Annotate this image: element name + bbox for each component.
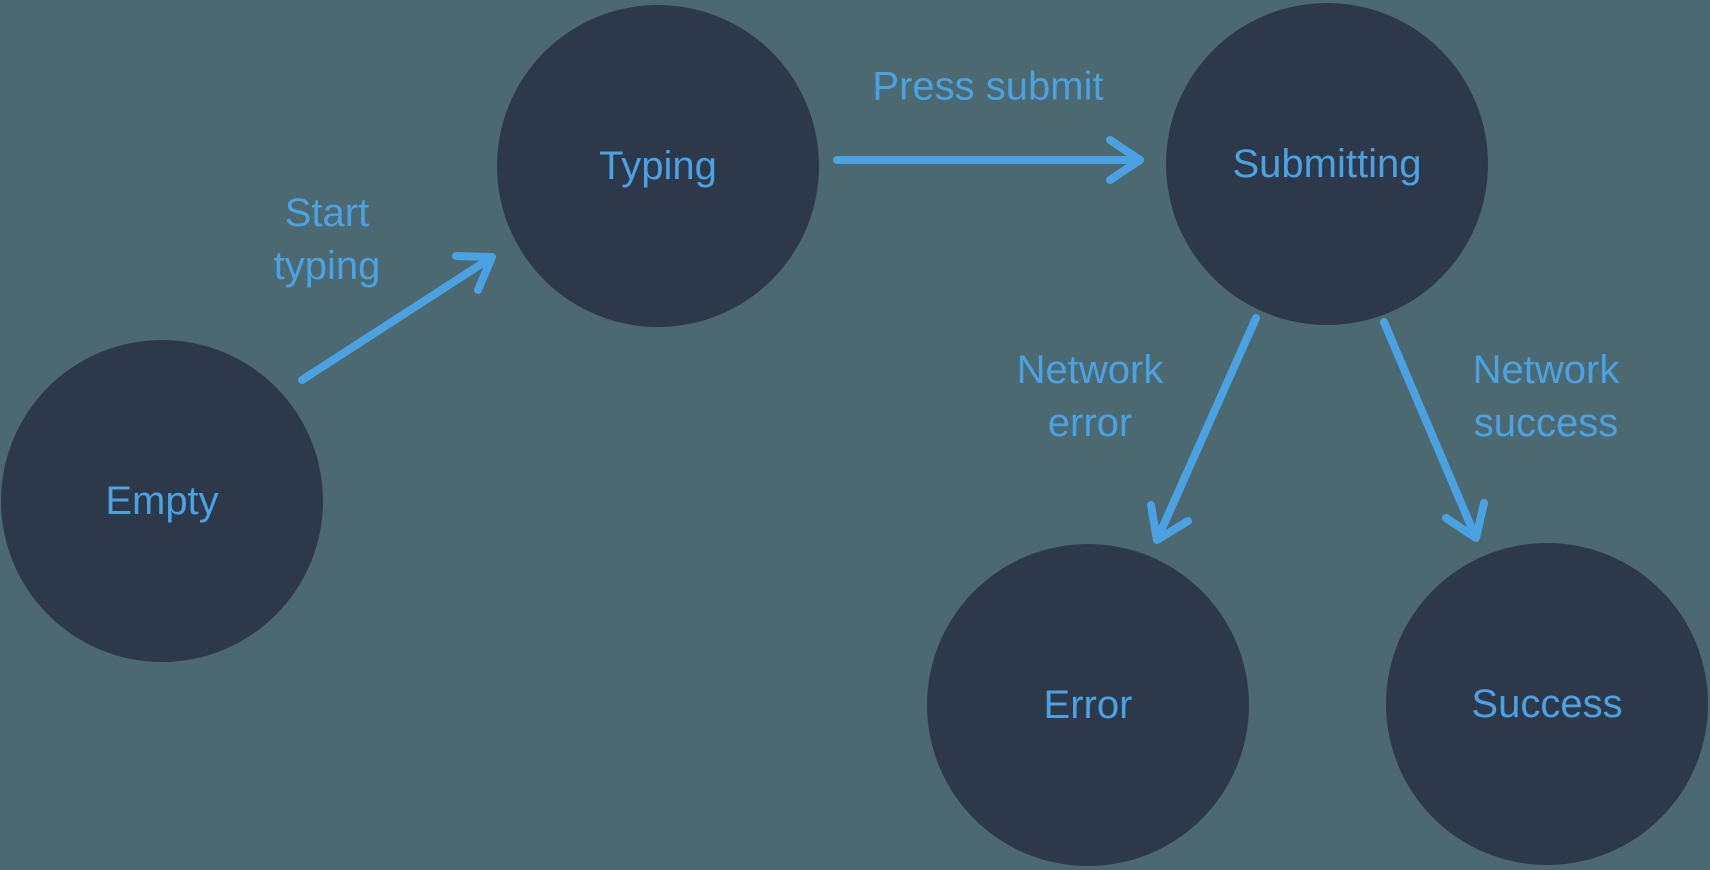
state-node-success: Success bbox=[1386, 543, 1708, 865]
arrow-shaft bbox=[1156, 314, 1260, 537]
arrow-shaft bbox=[298, 257, 490, 384]
edge-label-network-error: Network error bbox=[1016, 348, 1164, 445]
state-node-submitting: Submitting bbox=[1166, 3, 1488, 325]
arrow-head-icon bbox=[1147, 501, 1192, 544]
state-node-empty: Empty bbox=[1, 340, 323, 662]
arrow-head-icon bbox=[1106, 136, 1144, 184]
state-node-success-label: Success bbox=[1471, 682, 1623, 726]
arrow-head-icon bbox=[452, 252, 496, 294]
edge-empty-to-typing-arrow bbox=[298, 252, 496, 384]
edge-label-network-success: Network success bbox=[1472, 348, 1620, 445]
state-node-typing-label: Typing bbox=[599, 144, 717, 188]
edge-submitting-to-success-arrow bbox=[1380, 318, 1488, 542]
edge-submitting-to-error-arrow bbox=[1147, 314, 1260, 544]
state-node-empty-label: Empty bbox=[105, 479, 219, 523]
edge-label-start-typing: Start typing bbox=[273, 191, 381, 288]
edge-typing-to-submitting-arrow bbox=[833, 136, 1144, 184]
arrow-shaft bbox=[1380, 318, 1477, 535]
state-node-error-label: Error bbox=[1043, 683, 1133, 727]
state-node-submitting-label: Submitting bbox=[1232, 142, 1422, 186]
arrow-head-icon bbox=[1442, 499, 1488, 542]
edge-label-press-submit: Press submit bbox=[872, 64, 1104, 109]
state-node-error: Error bbox=[927, 544, 1249, 866]
state-node-typing: Typing bbox=[497, 5, 819, 327]
